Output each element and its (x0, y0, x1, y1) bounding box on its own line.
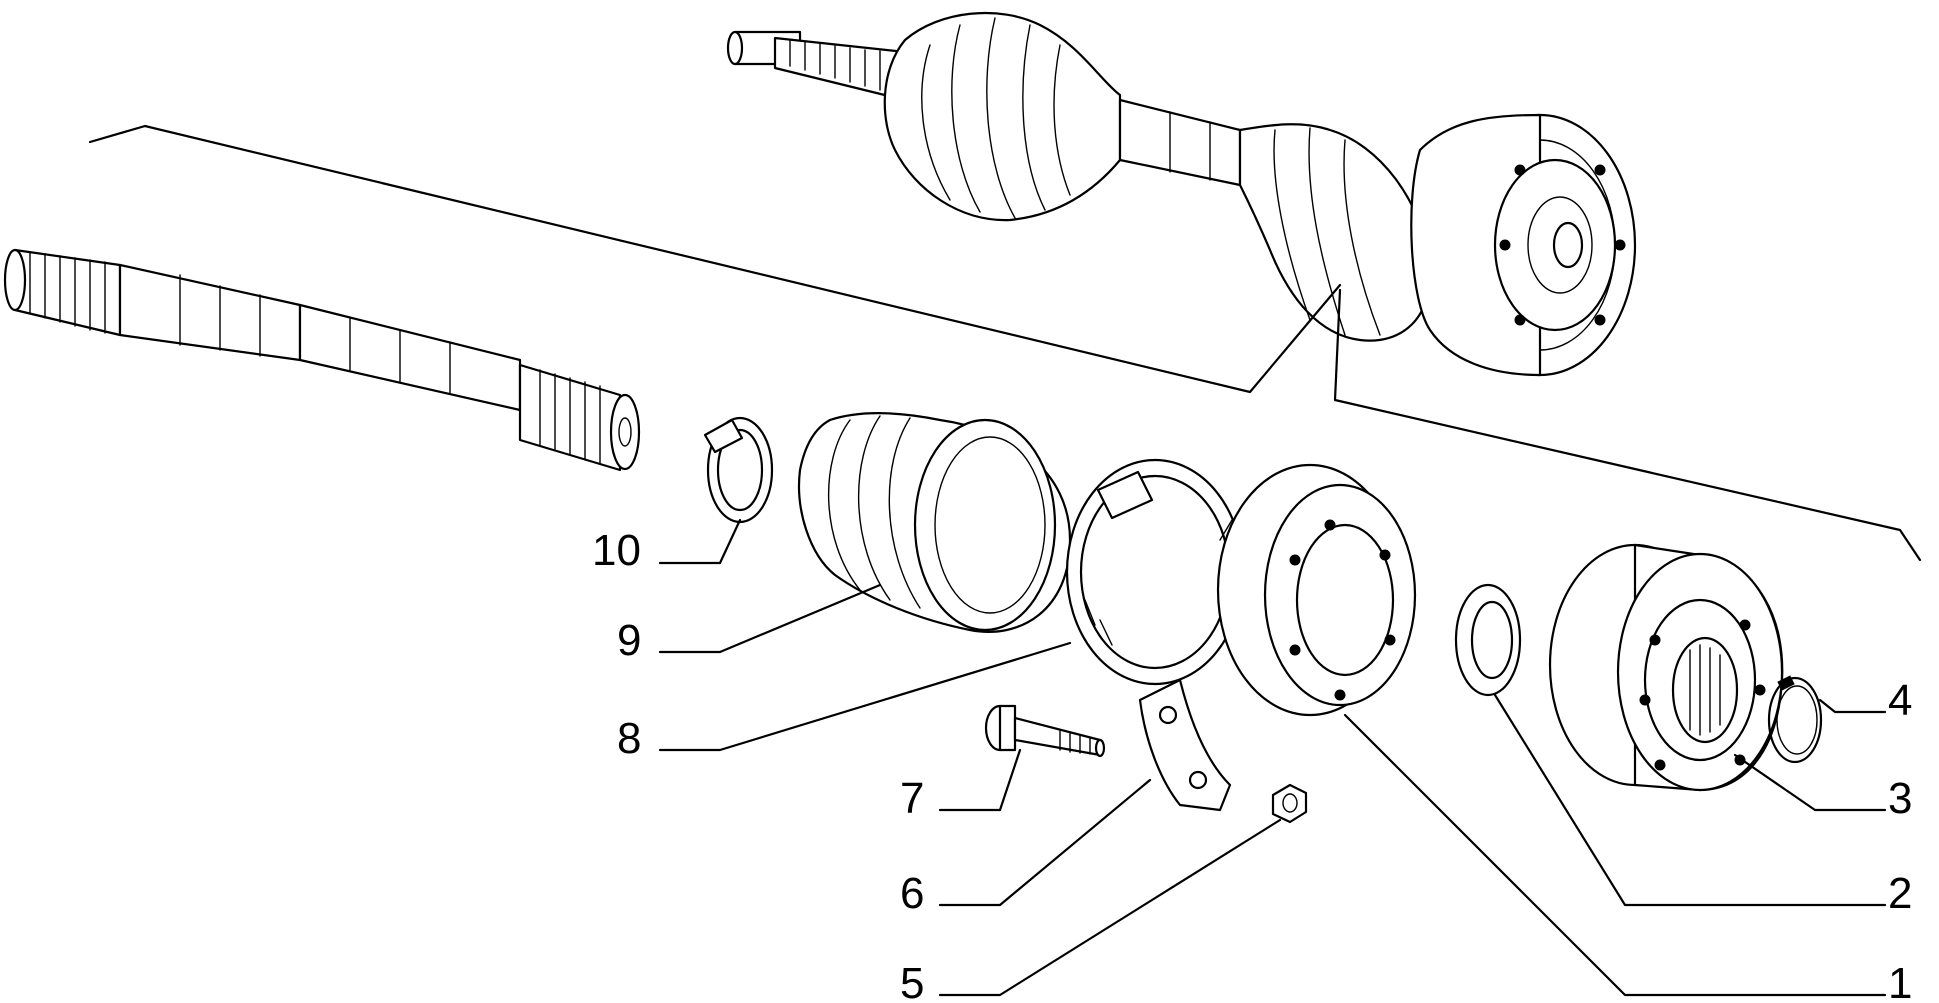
part-7-bolt (984, 704, 1106, 758)
part-3-cv-joint (1548, 543, 1784, 792)
callout-3: 3 (1888, 774, 1912, 823)
callout-2: 2 (1888, 869, 1912, 918)
part-10-small-clamp (703, 416, 774, 524)
part-2-washer (1454, 583, 1522, 697)
part-6-lock-plate (1138, 678, 1232, 812)
leader-4 (1818, 698, 1887, 714)
part-8-large-clamp (1065, 458, 1245, 686)
callout-10: 10 (592, 526, 641, 575)
callout-labels: 10 9 8 7 6 5 4 3 2 1 (592, 526, 1912, 1003)
leader-6 (938, 778, 1152, 907)
leader-3 (1733, 753, 1887, 812)
splined-shaft (3, 248, 641, 472)
callout-1: 1 (1888, 959, 1912, 1003)
callout-8: 8 (617, 714, 641, 763)
callout-5: 5 (900, 959, 924, 1003)
callout-7: 7 (900, 774, 924, 823)
callout-9: 9 (617, 616, 641, 665)
callout-4: 4 (1888, 676, 1912, 725)
assembly-bracket-lines (88, 124, 1922, 562)
part-5-nut (1271, 783, 1308, 824)
leader-5 (938, 818, 1282, 997)
leader-lines (658, 518, 1887, 997)
leader-1 (1343, 713, 1887, 997)
leader-7 (938, 748, 1022, 812)
leader-8 (658, 641, 1072, 752)
callout-6: 6 (900, 869, 924, 918)
leader-2 (1493, 693, 1887, 907)
leader-10 (658, 518, 742, 565)
part-4-circlip (1767, 675, 1823, 764)
part-9-boot (798, 412, 1072, 633)
assembled-drive-shaft (726, 11, 1637, 377)
part-1-flange (1216, 463, 1417, 717)
leader-9 (658, 583, 882, 654)
